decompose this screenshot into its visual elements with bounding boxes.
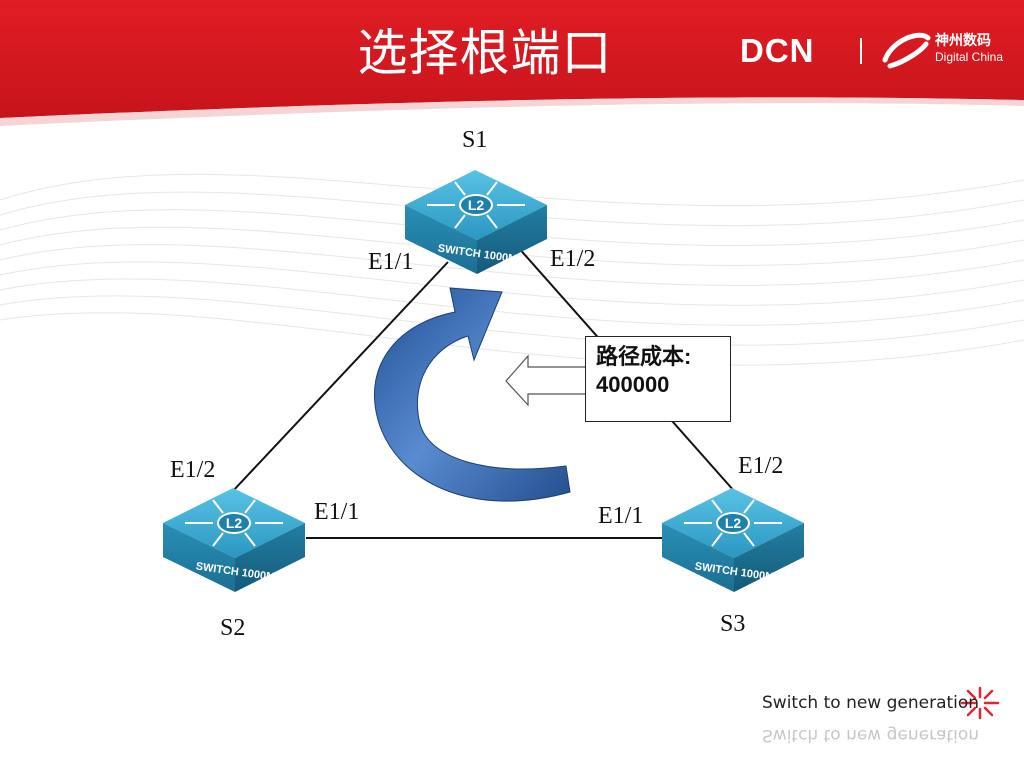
link-s1-s2 [231,261,449,493]
s1-device-top-text: L2 [468,197,485,213]
s3-device-top-text: L2 [725,515,742,531]
brand-name-en: Digital China [935,50,1004,64]
switch-s2-icon [163,488,305,592]
port-label-s1-e1-1: E1/1 [368,249,414,275]
node-label-s2: S2 [220,615,246,641]
callout-pointer-arrow [505,354,587,407]
digital-china-logo-icon [882,32,931,69]
port-label-s3-e1-1: E1/1 [598,503,644,529]
node-label-s3: S3 [720,611,746,637]
callout-value: 400000 [596,372,670,397]
port-label-s3-e1-2: E1/2 [738,453,784,479]
port-label-s2-e1-1: E1/1 [314,499,360,525]
s2-device-top-text: L2 [226,515,243,531]
port-label-s1-e1-2: E1/2 [550,246,596,272]
node-label-s1: S1 [462,127,488,153]
tagline-reflection: Switch to new generation [762,725,980,745]
slide-title: 选择根端口 [357,24,613,82]
root-path-arrow [373,287,571,502]
path-cost-callout: 路径成本: 400000 [585,336,731,422]
switch-s1-icon [405,170,547,274]
switch-s3-icon [662,488,804,592]
callout-title: 路径成本: [596,344,692,369]
brand-name-cn: 神州数码 [935,33,991,49]
logo-divider [860,38,862,64]
tagline: Switch to new generation [762,693,980,713]
dcn-logo-text: DCN [740,32,815,69]
header-banner [0,0,1024,118]
port-label-s2-e1-2: E1/2 [170,457,216,483]
sunburst-icon [960,686,1000,720]
